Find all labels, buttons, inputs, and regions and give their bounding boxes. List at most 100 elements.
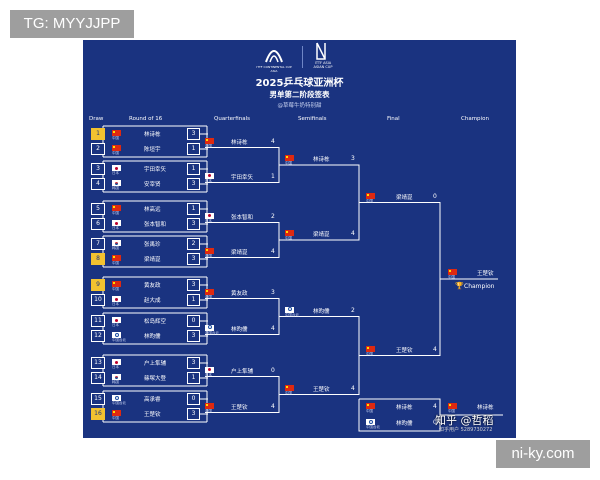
association-label: 中国台北 xyxy=(285,312,299,317)
draw-number: 13 xyxy=(91,357,105,369)
flag-icon xyxy=(205,137,214,144)
match-score-box: 3 xyxy=(187,253,200,265)
flag-icon xyxy=(112,317,121,323)
match-score: 3 xyxy=(271,288,275,296)
association-label: 日本 xyxy=(205,218,212,223)
player-name: 林诗栋 xyxy=(231,139,248,146)
logo-right-text: ITTF ASIA ASIAN CUP xyxy=(313,61,333,69)
association-label: 中国台北 xyxy=(205,330,219,335)
draw-number: 7 xyxy=(91,238,105,250)
flag-icon xyxy=(366,419,375,425)
player-name: 陈垣宇 xyxy=(144,147,161,153)
flag-icon xyxy=(448,403,457,409)
flag-icon xyxy=(112,180,121,186)
match-score: 2 xyxy=(351,306,355,314)
association-label: 中国 xyxy=(285,236,292,240)
player-name: 林诗栋 xyxy=(144,132,161,138)
association-label: 日本 xyxy=(112,226,119,230)
draw-number: 3 xyxy=(91,163,105,175)
bracket-connector xyxy=(279,316,360,395)
zhihu-watermark: 知乎 @哲稻 xyxy=(435,414,494,427)
match-score-box: 3 xyxy=(187,218,200,230)
player-name: 林诗栋 xyxy=(313,157,330,163)
draw-number: 12 xyxy=(91,330,105,342)
association-label: 中国 xyxy=(448,275,455,279)
bracket-connector xyxy=(358,398,441,432)
draw-number: 10 xyxy=(91,294,105,306)
match-score-box: 1 xyxy=(187,372,200,384)
flag-icon xyxy=(285,230,294,236)
column-header-semifinals: Semifinals xyxy=(298,116,327,122)
player-name: 黄友政 xyxy=(144,283,161,289)
flag-icon xyxy=(112,205,121,211)
match-score: 4 xyxy=(351,230,355,237)
association-label: 中国 xyxy=(285,390,292,395)
column-header-draw: Draw xyxy=(89,116,104,122)
match-score: 1 xyxy=(271,172,275,180)
draw-number: 15 xyxy=(91,393,105,405)
draw-number: 5 xyxy=(91,203,105,215)
logo-left-text: ITTF CONTINENTAL CUP ASIA xyxy=(256,65,292,73)
match-score: 4 xyxy=(351,384,355,392)
match-score-box: 0 xyxy=(187,315,200,327)
flag-icon xyxy=(112,281,121,287)
flag-icon xyxy=(112,296,121,302)
association-label: 韩国 xyxy=(112,380,119,384)
player-name: 梁靖崑 xyxy=(396,194,413,201)
association-label: 中国 xyxy=(112,416,119,420)
association-label: 中国台北 xyxy=(366,425,380,429)
association-label: 日本 xyxy=(112,302,119,306)
association-label: 中国台北 xyxy=(112,338,126,342)
association-label: 日本 xyxy=(205,372,212,377)
match-score: 0 xyxy=(433,419,437,426)
flag-icon xyxy=(112,255,121,261)
association-label: 中国 xyxy=(112,211,119,215)
flag-icon xyxy=(205,172,214,179)
flag-icon xyxy=(112,359,121,365)
trophy-icon: 🏆 xyxy=(455,282,464,290)
flag-icon xyxy=(205,247,214,254)
flag-icon xyxy=(205,212,214,219)
flag-icon xyxy=(112,145,121,151)
player-name: 松岛辉空 xyxy=(144,319,167,325)
flag-icon xyxy=(112,374,121,380)
match-score: 2 xyxy=(271,212,275,220)
player-name: 林高远 xyxy=(144,207,161,213)
player-name: 户上隼辅 xyxy=(144,361,167,367)
association-label: 中国 xyxy=(448,409,455,413)
zhihu-user-id: 知乎用户 5289730272 xyxy=(439,427,493,433)
player-name: 林昀儒 xyxy=(144,334,161,340)
flag-icon xyxy=(366,403,375,409)
match-score-box: 3 xyxy=(187,408,200,420)
flag-icon xyxy=(112,395,121,401)
player-name: 王楚钦 xyxy=(144,412,161,418)
player-name: 宇田幸矢 xyxy=(144,167,167,173)
match-score-box: 1 xyxy=(187,163,200,175)
player-name: 林昀儒 xyxy=(396,421,413,427)
match-score-box: 1 xyxy=(187,294,200,306)
match-score-box: 2 xyxy=(187,238,200,250)
column-header-quarterfinals: Quarterfinals xyxy=(214,116,250,122)
association-label: 中国 xyxy=(205,253,212,258)
draw-number: 1 xyxy=(91,128,105,140)
flag-icon xyxy=(205,324,214,331)
player-name: 梁靖崑 xyxy=(231,249,248,256)
draw-number: 14 xyxy=(91,372,105,384)
player-name: 宇田幸矢 xyxy=(231,174,254,181)
player-name: 梁靖崑 xyxy=(144,257,161,263)
player-name: 赵大成 xyxy=(144,298,161,304)
watermark-bottom-right: ni-ky.com xyxy=(496,440,590,468)
match-score-box: 0 xyxy=(187,393,200,405)
player-name: 林诗栋 xyxy=(396,405,413,411)
match-score: 4 xyxy=(271,137,275,145)
match-score-box: 3 xyxy=(187,330,200,342)
flag-icon xyxy=(366,192,375,199)
flag-icon xyxy=(205,402,214,409)
association-label: 日本 xyxy=(205,178,212,183)
bracket-poster: ITTF CONTINENTAL CUP ASIA ITTF ASIA ASIA… xyxy=(83,40,516,438)
player-name: 王楚钦 xyxy=(396,347,413,354)
match-score-box: 3 xyxy=(187,357,200,369)
match-score: 4 xyxy=(271,324,275,332)
association-label: 中国 xyxy=(112,151,119,155)
flag-icon xyxy=(112,240,121,246)
